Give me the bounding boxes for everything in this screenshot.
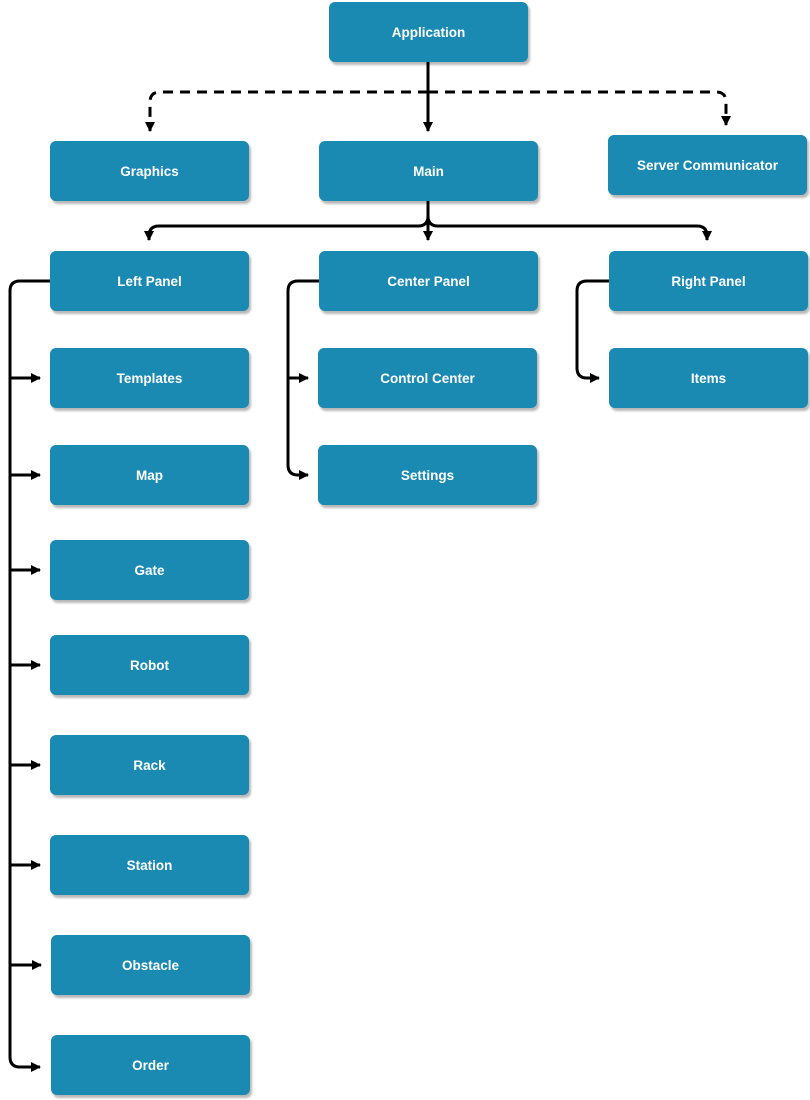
edge-application-server-communicator	[428, 90, 731, 126]
edge-left-panel-trunk	[8, 279, 50, 1072]
node-center-panel[interactable]: Center Panel	[319, 251, 538, 311]
node-map[interactable]: Map	[50, 445, 249, 505]
node-right-panel[interactable]: Right Panel	[609, 251, 808, 311]
node-control-center[interactable]: Control Center	[318, 348, 537, 408]
node-robot[interactable]: Robot	[50, 635, 249, 695]
node-settings[interactable]: Settings	[318, 445, 537, 505]
node-left-panel[interactable]: Left Panel	[50, 251, 249, 311]
edge-right-panel-items	[575, 279, 609, 383]
node-rack[interactable]: Rack	[50, 735, 249, 795]
node-server-communicator[interactable]: Server Communicator	[608, 135, 807, 195]
node-obstacle[interactable]: Obstacle	[51, 935, 250, 995]
node-templates[interactable]: Templates	[50, 348, 249, 408]
edge-main-left-panel	[144, 201, 430, 241]
node-gate[interactable]: Gate	[50, 540, 249, 600]
node-application[interactable]: Application	[329, 2, 528, 62]
node-main[interactable]: Main	[319, 141, 538, 201]
node-station[interactable]: Station	[50, 835, 249, 895]
edge-main-right-panel	[426, 201, 712, 241]
node-order[interactable]: Order	[51, 1035, 250, 1095]
node-items[interactable]: Items	[609, 348, 808, 408]
node-graphics[interactable]: Graphics	[50, 141, 249, 201]
edge-application-graphics	[145, 90, 428, 132]
